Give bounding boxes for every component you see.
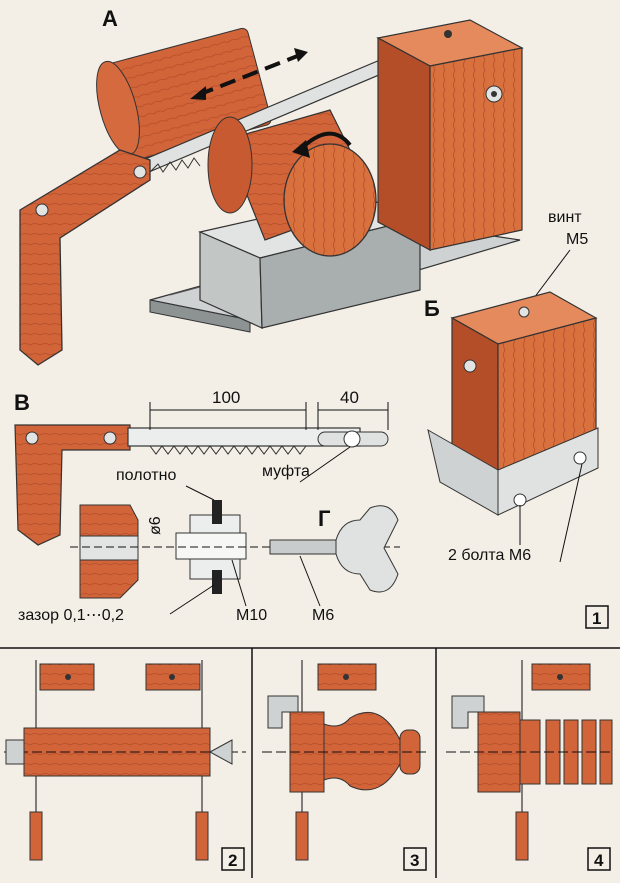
saw-handle [19, 149, 151, 366]
m6-leader [299, 555, 321, 607]
blade-callout: полотно [116, 467, 176, 484]
view-label-v: В [14, 390, 30, 415]
diameter-label: ø6 [147, 516, 164, 535]
bolts-label: 2 болта M6 [448, 547, 531, 564]
m10-leader [231, 559, 247, 607]
blade-leader [185, 485, 215, 501]
panel-4: 4 [446, 660, 614, 871]
panel-number-4: 4 [594, 851, 604, 870]
section-detail [70, 500, 400, 599]
view-label-a: А [102, 6, 118, 31]
m10-callout: M10 [236, 607, 267, 624]
m6-callout: M6 [312, 607, 334, 624]
panel-number-2: 2 [228, 851, 237, 870]
panel-3: 3 [262, 660, 430, 871]
gap-callout: зазор 0,1⋯0,2 [18, 607, 124, 624]
dim-40-label: 40 [340, 388, 359, 407]
view-v-saw [14, 424, 389, 546]
coupling-leader [299, 446, 351, 483]
bolts-leader-2 [559, 463, 583, 563]
view-b-block [427, 291, 599, 516]
gap-leader [169, 584, 215, 615]
panel-1: А [14, 6, 609, 629]
dim-100-label: 100 [212, 388, 240, 407]
view-label-g: Г [318, 506, 331, 531]
panel-number-1: 1 [592, 609, 601, 628]
panel-number-3: 3 [410, 851, 419, 870]
screw-thread-label: M5 [566, 231, 588, 248]
front-cylinder [207, 109, 377, 257]
upright-block [376, 19, 524, 252]
panel-2: 2 [4, 660, 246, 871]
view-label-b: Б [424, 296, 440, 321]
motion-arrow [190, 48, 308, 100]
panel-number-1-box [585, 605, 609, 629]
screw-label: винт [548, 209, 582, 226]
coupling-callout: муфта [262, 463, 310, 480]
